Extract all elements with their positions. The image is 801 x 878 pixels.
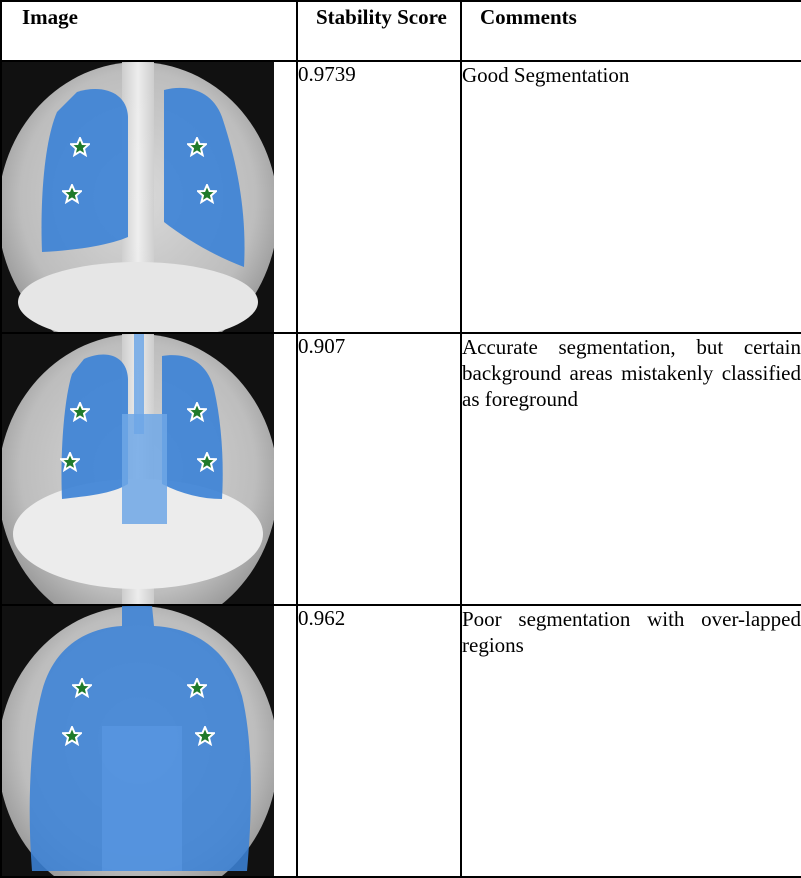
lung-mask-left — [61, 354, 128, 499]
header-comments: Comments — [460, 0, 801, 62]
xray-image-poor-segmentation — [2, 606, 274, 876]
stability-score: 0.907 — [296, 332, 462, 606]
header-row: Image Stability Score Comments — [0, 0, 801, 62]
table-row: 0.962 Poor segmentation with over-lapped… — [0, 604, 801, 878]
lung-mask-left — [41, 89, 128, 252]
heart-mask-leak — [122, 414, 167, 524]
table-row: 0.9739 Good Segmentation — [0, 60, 801, 334]
image-cell — [0, 332, 298, 606]
image-cell — [0, 60, 298, 334]
spine-mask-leak — [134, 334, 144, 434]
table-row: 0.907 Accurate segmentation, but certain… — [0, 332, 801, 606]
comment-text: Good Segmentation — [460, 60, 801, 334]
stability-score: 0.9739 — [296, 60, 462, 334]
header-stability-score: Stability Score — [296, 0, 462, 62]
lung-mask-right — [164, 87, 245, 267]
xray-image-background-leakage — [2, 334, 274, 604]
xray-image-good-segmentation — [2, 62, 274, 332]
stability-score: 0.962 — [296, 604, 462, 878]
image-cell — [0, 604, 298, 878]
header-image: Image — [0, 0, 298, 62]
comment-text: Accurate segmentation, but certain backg… — [460, 332, 801, 606]
comment-text: Poor segmentation with over-lapped regio… — [460, 604, 801, 878]
